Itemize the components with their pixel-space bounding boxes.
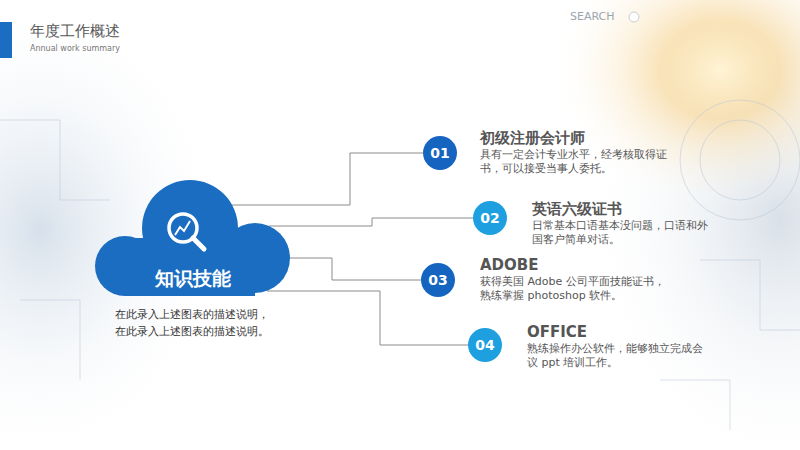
connector <box>267 291 468 345</box>
callout-number: 04 <box>468 328 502 362</box>
text-column: ADOBE获得美国 Adobe 公司平面技能证书，熟练掌握 photoshop … <box>480 256 668 303</box>
item-node: 04 OFFICE熟练操作办公软件，能够独立完成会议 ppt 培训工作。 <box>468 323 705 370</box>
item-node: 01 初级注册会计师具有一定会计专业水平，经考核取得证书，可以接受当事人委托。 <box>423 129 668 176</box>
magnifier-handle <box>193 238 204 249</box>
text-column: 初级注册会计师具有一定会计专业水平，经考核取得证书，可以接受当事人委托。 <box>480 129 668 176</box>
magnifier-chart <box>175 221 190 235</box>
item-heading: 初级注册会计师 <box>480 129 668 147</box>
number-text: 01 <box>430 145 449 161</box>
cloud-node: 知识技能 <box>95 178 290 298</box>
item-heading: 英语六级证书 <box>532 200 710 218</box>
item-heading: OFFICE <box>527 323 705 341</box>
number-text: 04 <box>475 337 494 353</box>
number-text: 02 <box>480 210 499 226</box>
title-bar <box>0 22 12 58</box>
item-node: 03 ADOBE获得美国 Adobe 公司平面技能证书，熟练掌握 photosho… <box>421 256 668 303</box>
subtitle: Annual work summary <box>30 44 120 54</box>
item-description: 日常基本口语基本没问题，口语和外国客户简单对话。 <box>532 219 710 247</box>
text-column: OFFICE熟练操作办公软件，能够独立完成会议 ppt 培训工作。 <box>527 323 705 370</box>
connector <box>290 258 421 280</box>
search-dot <box>629 12 639 22</box>
callout-number: 02 <box>473 201 507 235</box>
item-description: 具有一定会计专业水平，经考核取得证书，可以接受当事人委托。 <box>480 148 668 176</box>
connector <box>232 153 423 205</box>
connector <box>269 218 473 226</box>
item-heading: ADOBE <box>480 256 668 274</box>
item-node: 02 英语六级证书日常基本口语基本没问题，口语和外国客户简单对话。 <box>473 200 710 247</box>
item-description: 熟练操作办公软件，能够独立完成会议 ppt 培训工作。 <box>527 342 705 370</box>
text-column: 英语六级证书日常基本口语基本没问题，口语和外国客户简单对话。 <box>532 200 710 247</box>
number-text: 03 <box>428 272 447 288</box>
description: 在此录入上述图表的描述说明，在此录入上述图表的描述说明。 <box>115 306 271 340</box>
item-description: 获得美国 Adobe 公司平面技能证书，熟练掌握 photoshop 软件。 <box>480 275 668 303</box>
slide-title: 年度工作概述 <box>30 22 120 41</box>
callout-number: 01 <box>423 136 457 170</box>
callout-number: 03 <box>421 263 455 297</box>
search-label: SEARCH <box>570 10 615 24</box>
cloud-title: 知识技能 <box>95 266 290 292</box>
